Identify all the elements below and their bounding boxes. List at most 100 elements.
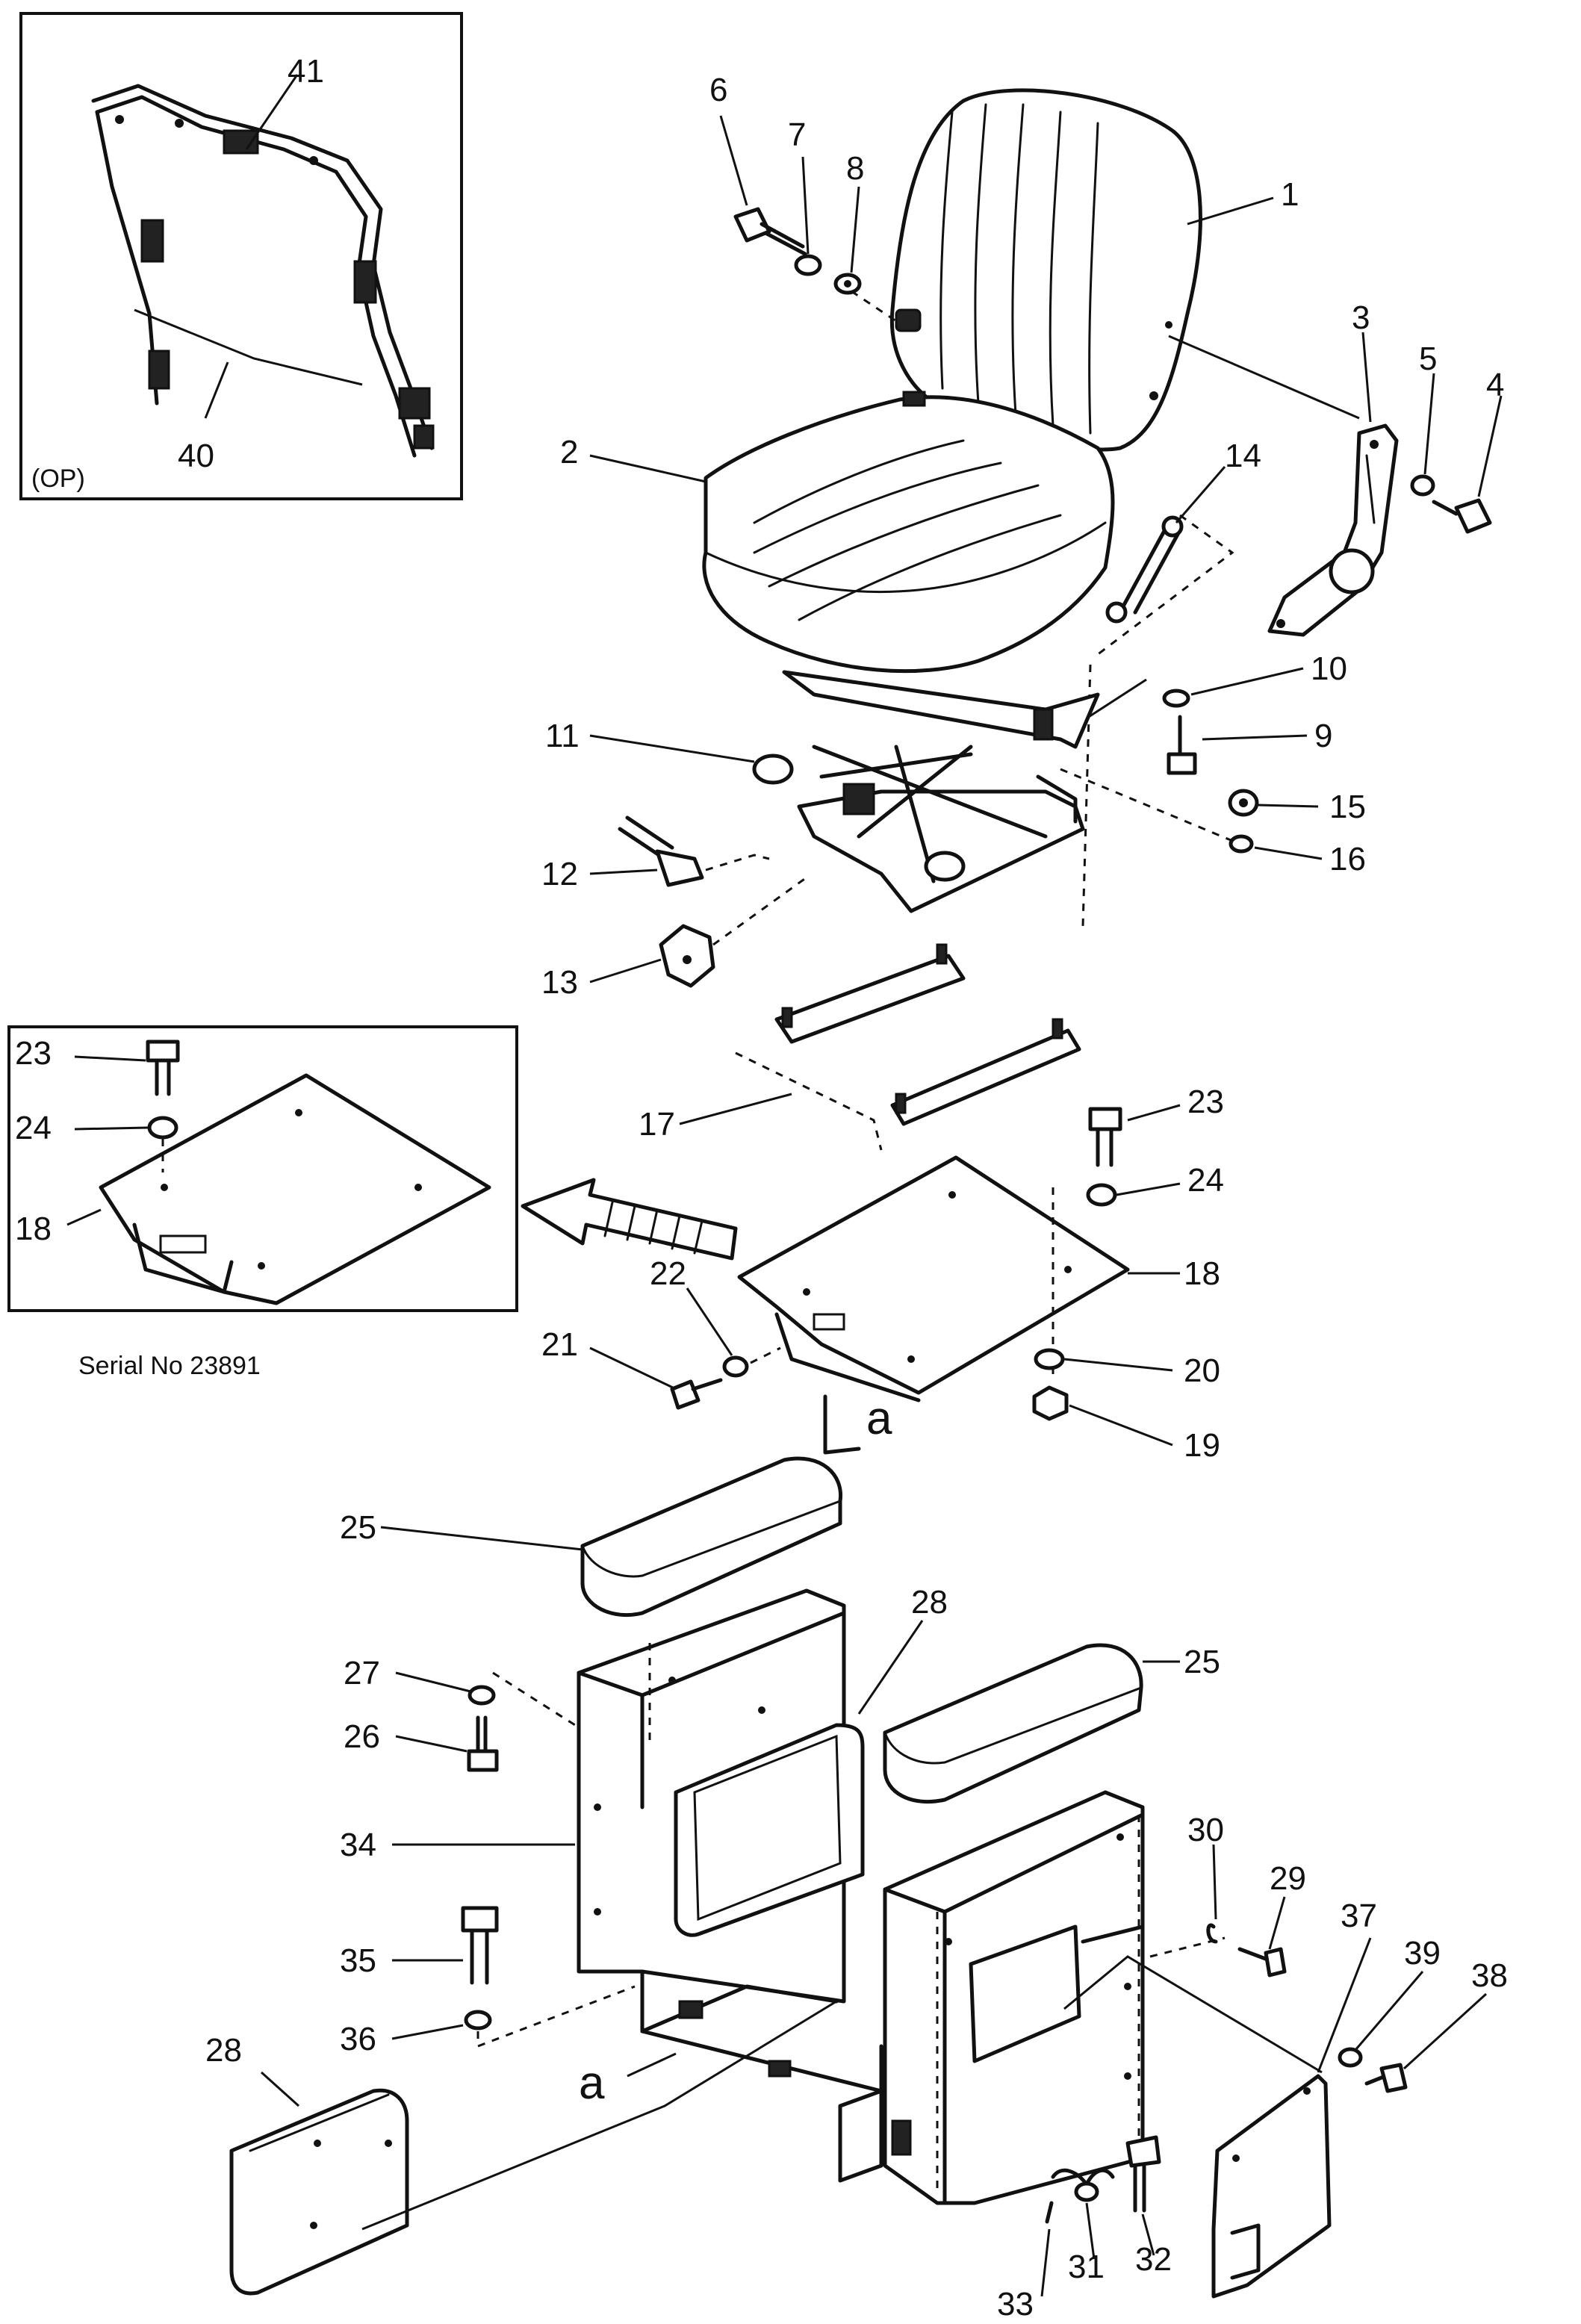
callout-41: 41 xyxy=(288,53,324,90)
callout-24-inset: 24 xyxy=(15,1110,52,1146)
callout-12: 12 xyxy=(541,856,578,892)
callout-25b: 25 xyxy=(1184,1644,1220,1680)
inset-frame-2 xyxy=(7,1025,518,1312)
washer-24-inset xyxy=(147,1116,178,1140)
callout-18: 18 xyxy=(1184,1255,1220,1292)
armrest-pad-2 xyxy=(883,1643,1143,1804)
callout-26: 26 xyxy=(344,1718,380,1755)
option-tag: (OP) xyxy=(31,465,85,493)
callout-20: 20 xyxy=(1184,1352,1220,1389)
callout-40: 40 xyxy=(178,438,214,474)
callout-13: 13 xyxy=(541,964,578,1001)
callout-36: 36 xyxy=(340,2021,376,2057)
washer-27 xyxy=(468,1685,496,1706)
callout-37: 37 xyxy=(1341,1898,1377,1934)
hinge-bracket xyxy=(1267,423,1399,637)
callout-19: 19 xyxy=(1184,1427,1220,1464)
callout-10: 10 xyxy=(1311,650,1347,687)
washer-30 xyxy=(1206,1923,1218,1944)
console-frame xyxy=(640,1969,883,2183)
serial-note: Serial No 23891 xyxy=(78,1352,261,1380)
console-left xyxy=(577,1588,865,2004)
callout-6: 6 xyxy=(709,72,727,108)
view-letter-a-bottom: a xyxy=(579,2057,605,2109)
bolt-4 xyxy=(1432,498,1492,534)
bolt-9 xyxy=(1167,715,1197,775)
callout-28: 28 xyxy=(205,2032,242,2069)
callout-38: 38 xyxy=(1471,1957,1508,1994)
callout-23-inset: 23 xyxy=(15,1035,52,1072)
base-plate xyxy=(737,1155,1130,1402)
cover-plate xyxy=(1211,2074,1332,2299)
callout-30: 30 xyxy=(1187,1812,1224,1848)
callout-18-inset: 18 xyxy=(15,1211,52,1247)
view-arrow xyxy=(521,1178,738,1261)
gas-spring xyxy=(1105,515,1184,624)
callout-28-top: 28 xyxy=(911,1584,948,1621)
bolt-35 xyxy=(461,1906,499,1985)
bolt-38 xyxy=(1364,2063,1408,2093)
callout-17: 17 xyxy=(639,1106,675,1143)
seat-back xyxy=(889,88,1202,452)
callout-5: 5 xyxy=(1419,341,1437,377)
washer-36 xyxy=(464,2010,492,2031)
slide-rails xyxy=(735,943,1081,1151)
suspension xyxy=(752,670,1100,913)
seat-belt xyxy=(91,84,435,458)
pin-33 xyxy=(1045,2201,1054,2224)
bolt-32 xyxy=(1125,2135,1161,2213)
seat-cushion xyxy=(702,391,1115,674)
washer-5 xyxy=(1410,474,1435,497)
bolt-21 xyxy=(670,1378,723,1410)
washer-16 xyxy=(1229,834,1254,854)
callout-27: 27 xyxy=(344,1655,380,1691)
callout-7: 7 xyxy=(788,116,806,153)
callout-23: 23 xyxy=(1187,1084,1224,1120)
washer-22 xyxy=(722,1355,749,1378)
washer-7 xyxy=(794,254,822,276)
bolt-29 xyxy=(1237,1947,1287,1977)
console-right xyxy=(883,1790,1145,2205)
nut-19 xyxy=(1032,1385,1069,1421)
callout-25: 25 xyxy=(340,1509,376,1546)
view-letter-a-top: a xyxy=(866,1393,892,1444)
callout-21: 21 xyxy=(541,1326,578,1363)
callout-1: 1 xyxy=(1281,176,1299,213)
washer-24 xyxy=(1086,1183,1117,1207)
callout-33: 33 xyxy=(997,2286,1034,2323)
armrest-pad-1 xyxy=(580,1456,843,1618)
lever-12 xyxy=(618,815,704,887)
bolt-6 xyxy=(733,207,807,256)
base-plate-inset: 23 24 18 xyxy=(7,1025,518,1312)
washer-10 xyxy=(1162,689,1190,708)
callout-39: 39 xyxy=(1404,1935,1441,1972)
clip-31 xyxy=(1051,2168,1115,2202)
inset-frame xyxy=(19,12,463,500)
callout-4: 4 xyxy=(1486,367,1504,403)
callout-14: 14 xyxy=(1225,438,1261,474)
bolt-26 xyxy=(467,1715,499,1772)
callout-8: 8 xyxy=(846,150,864,187)
callout-35: 35 xyxy=(340,1942,376,1979)
washer-39 xyxy=(1338,2047,1363,2068)
bolt-23 xyxy=(1088,1107,1122,1167)
seat-belt-inset: 41 40 (OP) xyxy=(19,12,463,500)
callout-24: 24 xyxy=(1187,1162,1224,1199)
callout-2: 2 xyxy=(560,434,578,470)
callout-11: 11 xyxy=(545,718,580,754)
side-pad xyxy=(229,2088,409,2296)
callout-16: 16 xyxy=(1329,841,1366,877)
callout-29: 29 xyxy=(1270,1860,1306,1897)
bolt-23-inset xyxy=(146,1040,180,1096)
washer-8 xyxy=(833,273,862,295)
callout-3: 3 xyxy=(1352,299,1370,336)
callout-34: 34 xyxy=(340,1827,376,1863)
callout-32: 32 xyxy=(1135,2241,1172,2278)
knob-13 xyxy=(659,924,715,988)
callout-31: 31 xyxy=(1068,2249,1105,2285)
washer-20 xyxy=(1034,1348,1065,1370)
nut-15 xyxy=(1228,789,1259,817)
callout-9: 9 xyxy=(1314,718,1332,754)
callout-22: 22 xyxy=(650,1255,686,1292)
